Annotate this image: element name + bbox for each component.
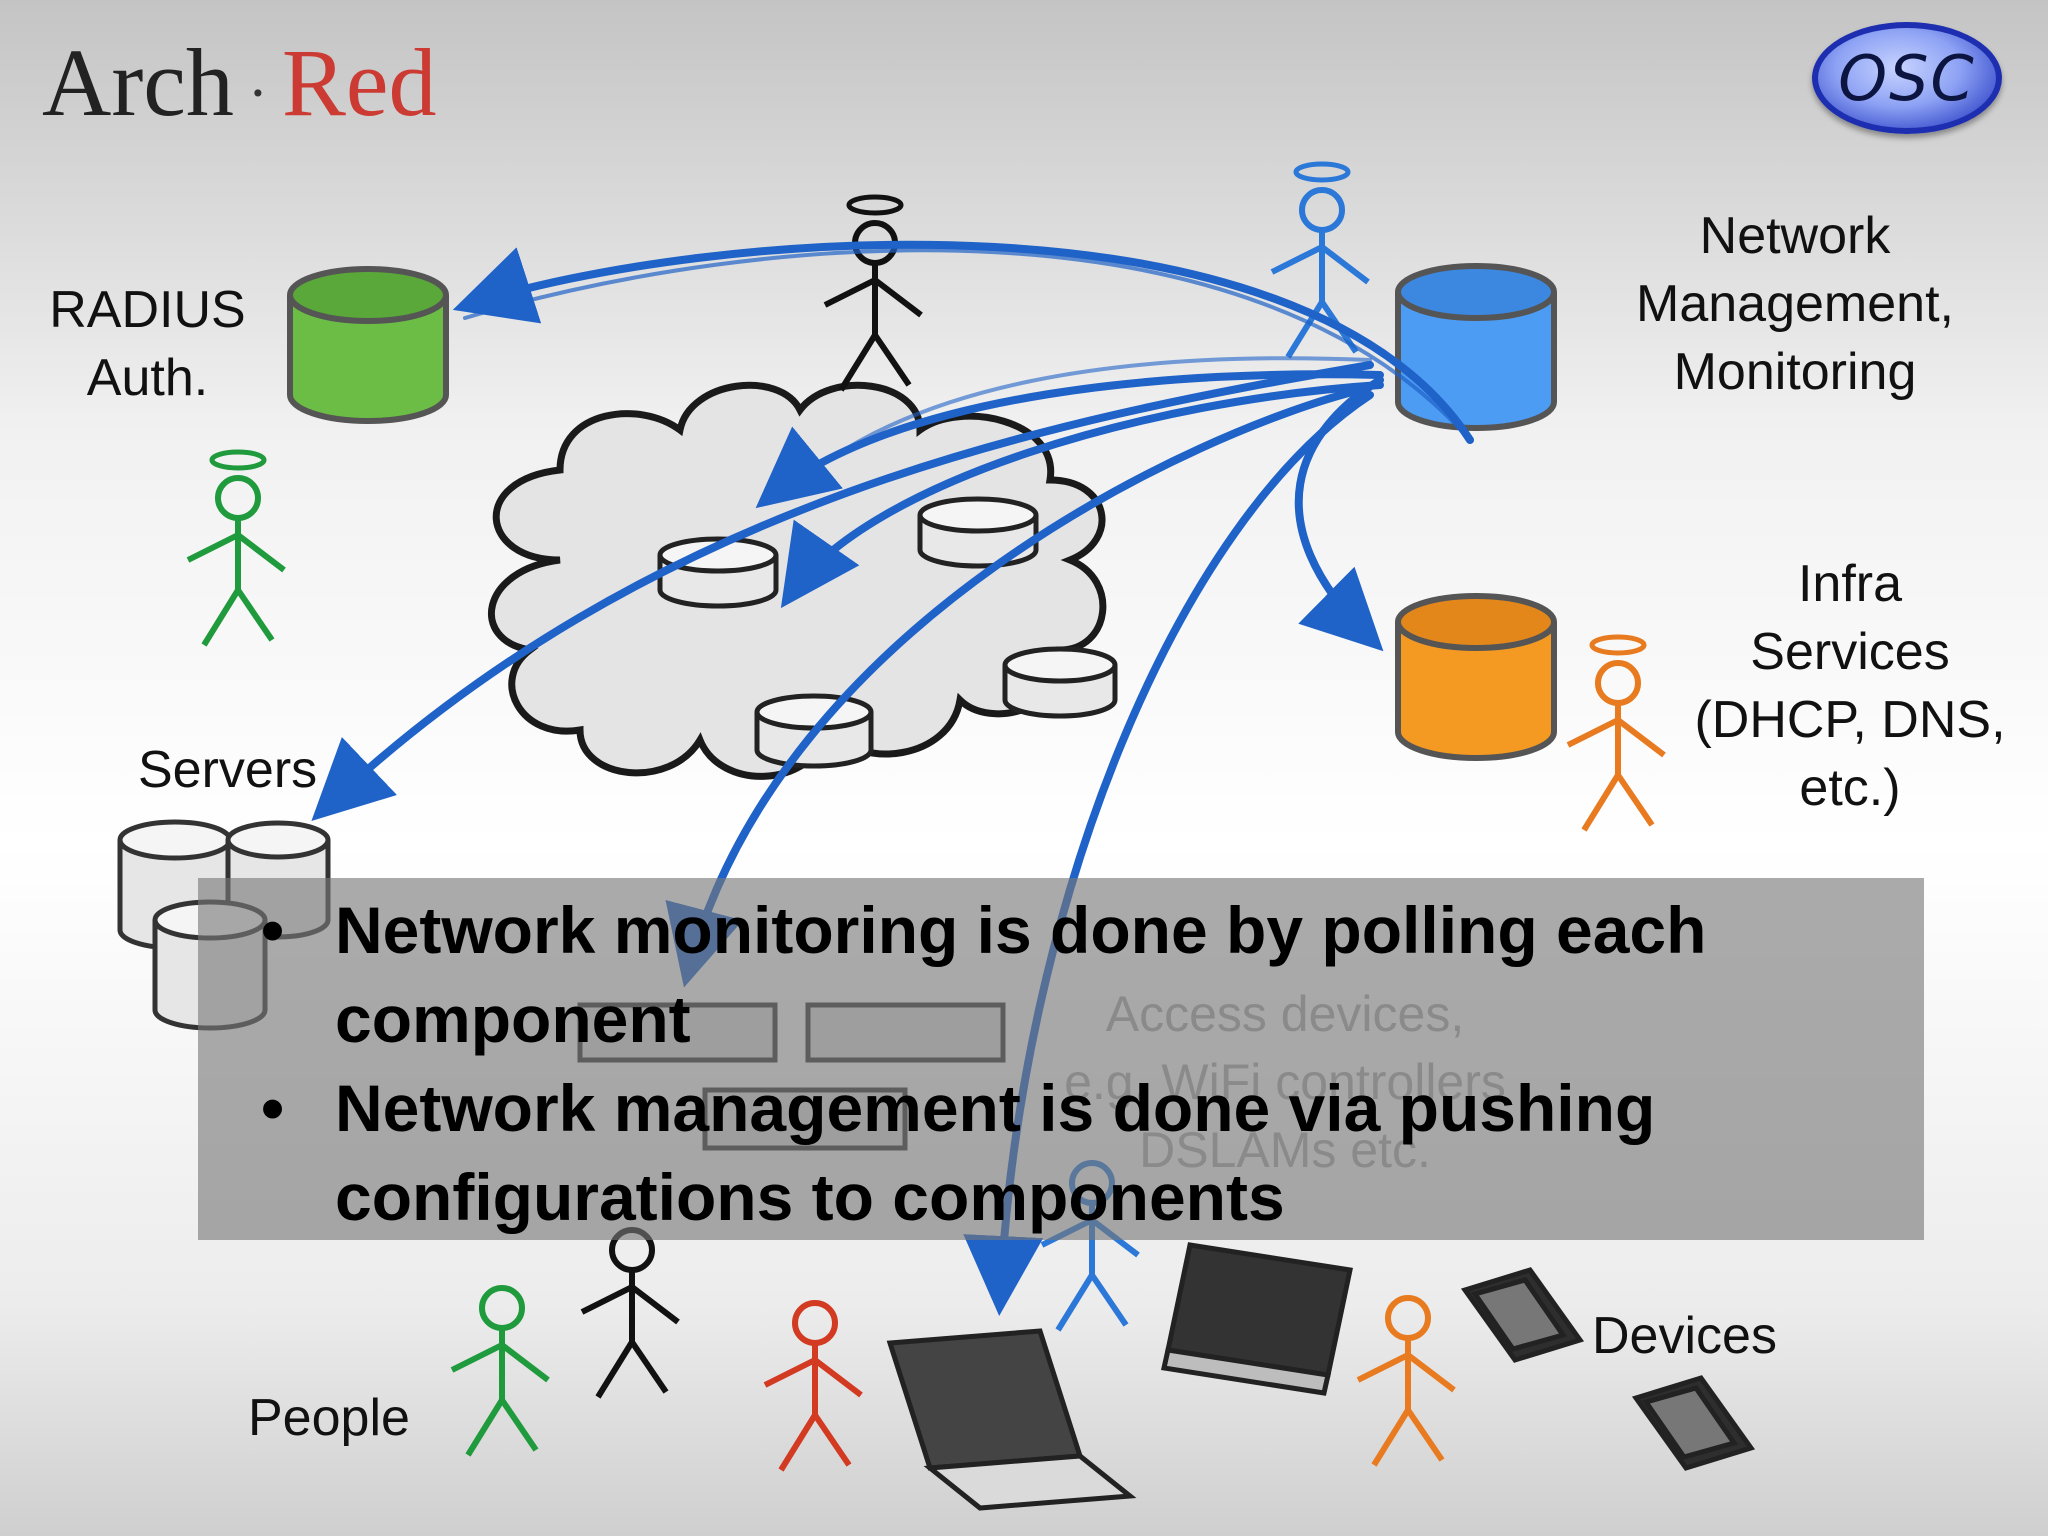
admin-person-icon [1568, 637, 1664, 830]
radius-label: RADIUS Auth. [49, 281, 246, 407]
servers-label: Servers [138, 741, 318, 799]
arch-red-logo: Arch·Red [42, 29, 437, 136]
access-devices-label: Access devices, e.g. WiFi controllers DS… [1064, 986, 1506, 1178]
person-icon [765, 1303, 861, 1470]
bullet-overlay-panel [198, 878, 1924, 1240]
admin-person-icon [825, 197, 921, 390]
tablet-icon [1631, 1375, 1756, 1471]
infra-services-label: Infra Services (DHCP, DNS, etc.) [1694, 555, 2006, 817]
bullet-dot: • [261, 893, 285, 967]
bullet-item: •Network monitoring is done by polling e… [255, 886, 1915, 1064]
tablet-icon [1460, 1267, 1585, 1363]
person-icon [582, 1230, 678, 1397]
person-icon [1358, 1298, 1454, 1465]
people-label: People [248, 1389, 410, 1447]
radius-database-icon [287, 266, 449, 424]
bullet-list: •Network monitoring is done by polling e… [255, 886, 1915, 1242]
bullet-dot: • [261, 1071, 285, 1145]
infra-services-database-icon [1395, 593, 1557, 761]
management-arrows [311, 240, 1474, 1316]
devices-label: Devices [1592, 1307, 1777, 1365]
admin-person-icon [188, 452, 284, 645]
person-icon [452, 1288, 548, 1455]
network-management-database-icon [1395, 263, 1557, 431]
router-icon [1002, 646, 1118, 719]
osc-badge: OSC [1812, 22, 2002, 134]
laptop-icon [886, 1328, 1137, 1511]
network-management-label: Network Management, Monitoring [1636, 207, 1954, 401]
monitor-icon [1160, 1242, 1353, 1396]
bullet-item: •Network management is done via pushing … [255, 1064, 1915, 1242]
router-icon [917, 496, 1039, 569]
